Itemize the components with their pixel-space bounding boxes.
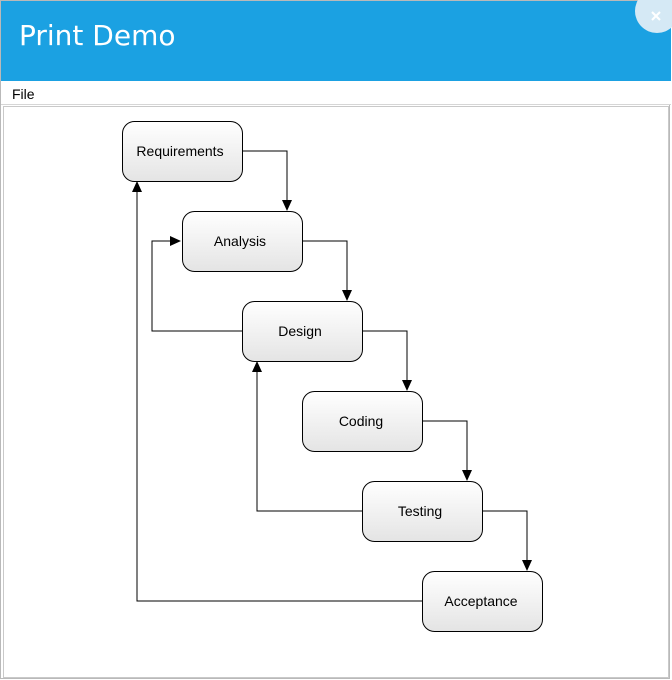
node-label: Analysis	[214, 233, 266, 249]
node-requirements[interactable]: Requirements	[122, 121, 243, 182]
diagram-nodes: Requirements Analysis Design Coding Test…	[122, 121, 543, 632]
node-testing[interactable]: Testing	[362, 481, 483, 542]
arrowhead	[282, 200, 292, 211]
window-title: Print Demo	[19, 19, 176, 52]
edge-acceptance-requirements	[136, 190, 422, 602]
node-label: Coding	[339, 413, 383, 429]
close-icon	[651, 11, 661, 21]
arrowhead	[402, 380, 412, 391]
node-label: Design	[278, 323, 322, 339]
workflow-diagram: Requirements Analysis Design Coding Test…	[122, 121, 543, 632]
edge-design-coding	[362, 330, 408, 382]
arrowhead	[462, 470, 472, 481]
node-coding[interactable]: Coding	[302, 391, 423, 452]
arrowhead	[252, 361, 262, 372]
edge-testing-acceptance	[482, 510, 528, 562]
edge-analysis-design	[302, 240, 348, 292]
node-design[interactable]: Design	[242, 301, 363, 362]
node-label: Requirements	[136, 143, 223, 159]
menu-file[interactable]: File	[12, 86, 35, 102]
node-label: Acceptance	[444, 593, 517, 609]
arrowhead	[522, 560, 532, 571]
arrowhead	[342, 290, 352, 301]
edge-design-analysis	[151, 240, 242, 332]
node-label: Testing	[398, 503, 442, 519]
edge-testing-design	[256, 370, 362, 512]
title-bar: Print Demo	[1, 1, 671, 81]
menu-bar: File	[1, 81, 671, 105]
arrowhead	[132, 181, 142, 192]
edge-requirements-analysis	[242, 150, 288, 202]
diagram-edges	[132, 150, 532, 602]
node-analysis[interactable]: Analysis	[182, 211, 303, 272]
edge-coding-testing	[422, 420, 468, 472]
node-acceptance[interactable]: Acceptance	[422, 571, 543, 632]
arrowhead	[170, 236, 181, 246]
diagram-canvas: Requirements Analysis Design Coding Test…	[3, 106, 669, 678]
